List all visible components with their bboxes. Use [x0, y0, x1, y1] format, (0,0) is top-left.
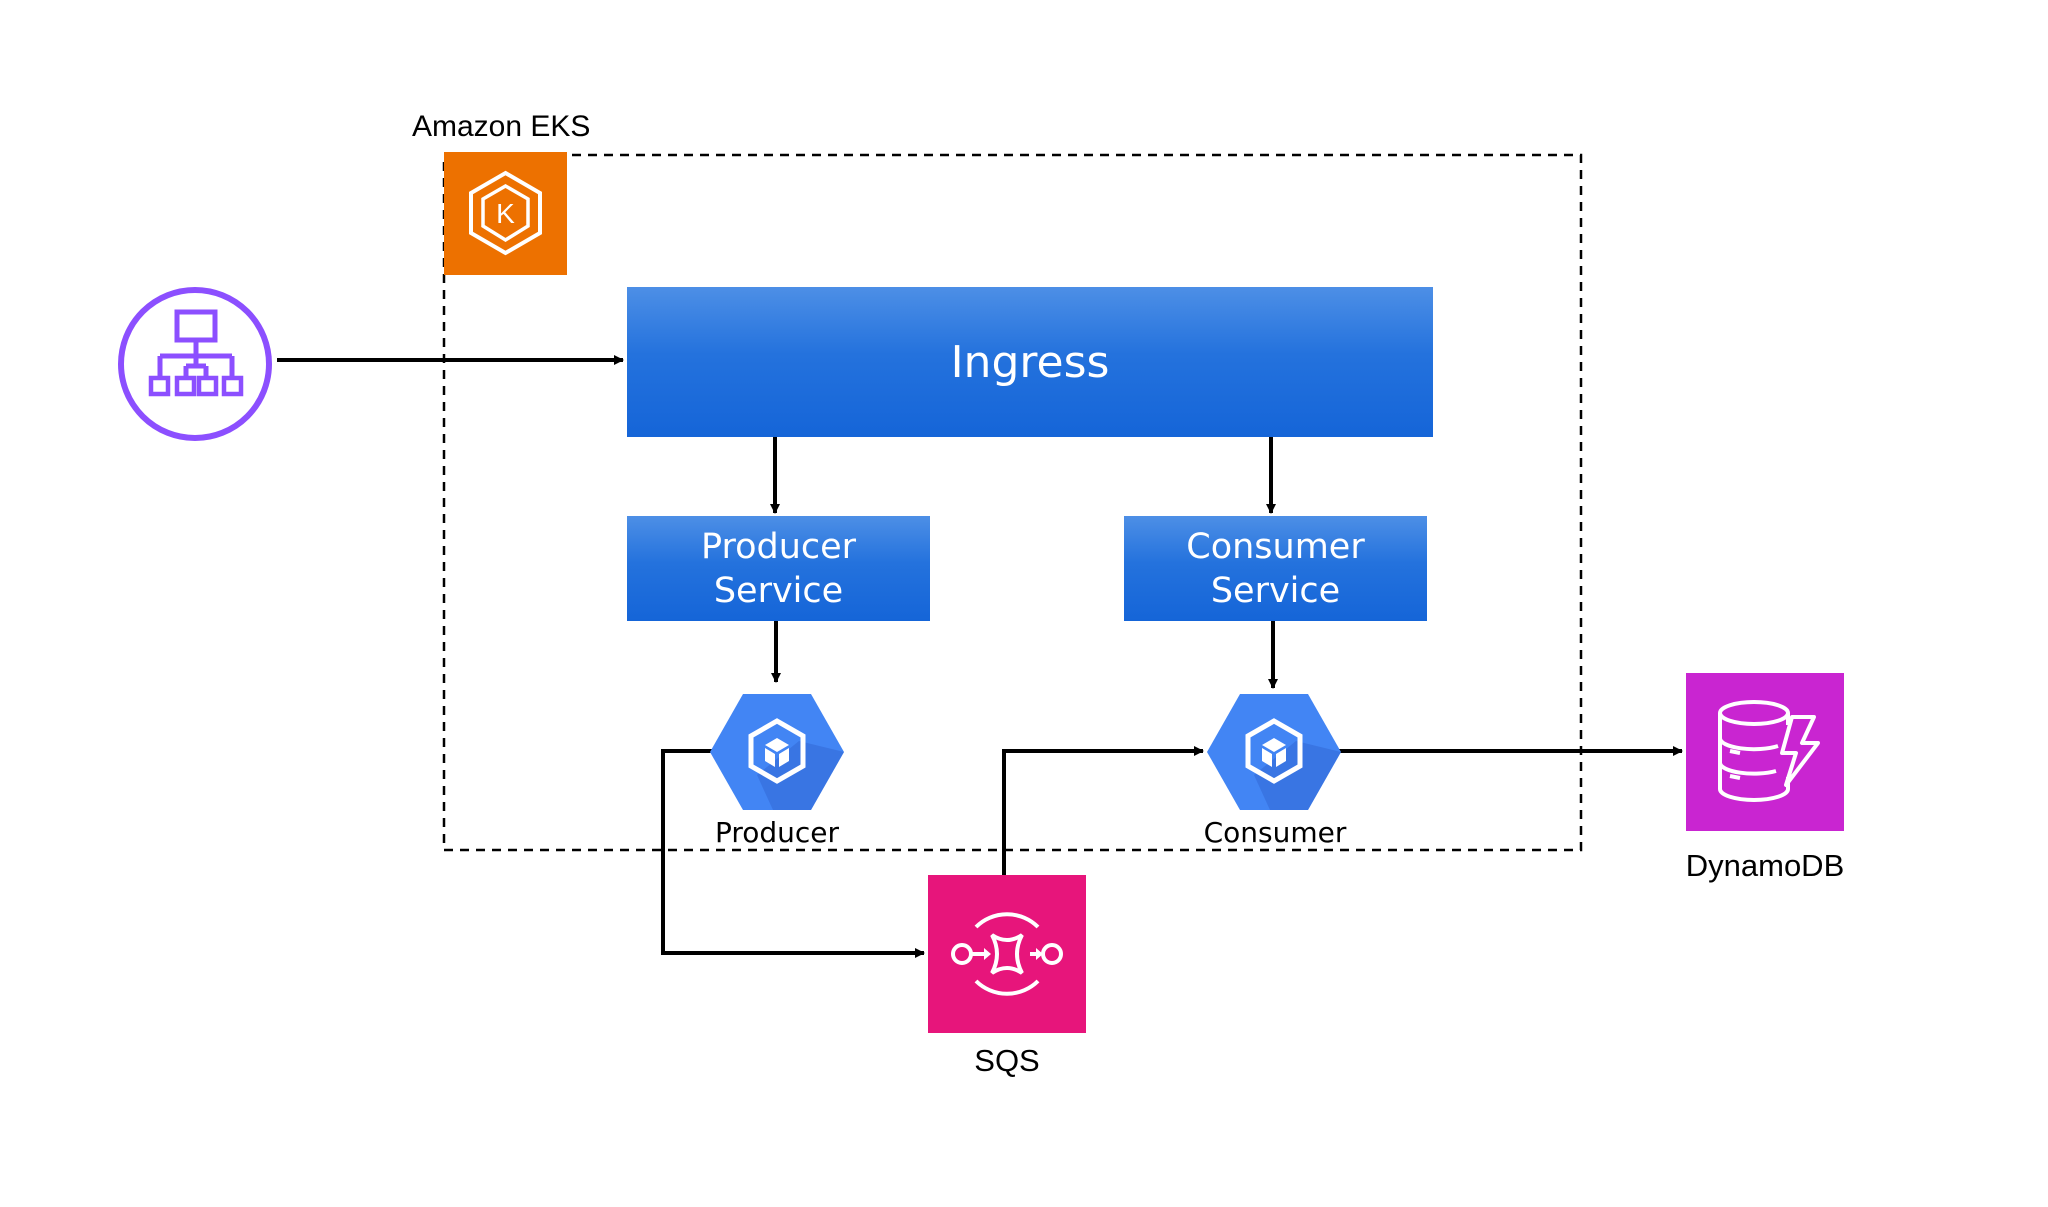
- consumer-service-box: Consumer Service: [1124, 516, 1427, 621]
- eks-title: Amazon EKS: [412, 110, 591, 143]
- producer-service-box: Producer Service: [627, 516, 930, 621]
- sqs-label: SQS: [974, 1043, 1040, 1078]
- sqs-icon: [928, 875, 1086, 1033]
- svg-text:K: K: [496, 198, 515, 229]
- producer-pod-label: Producer: [714, 816, 840, 849]
- producer-service-label-line2: Service: [713, 570, 844, 611]
- consumer-service-label-line2: Service: [1210, 570, 1341, 611]
- sqs-to-consumer-arrow: [1002, 746, 1204, 875]
- producer-to-sqs-arrow: [661, 749, 925, 958]
- consumer-service-label-line1: Consumer: [1186, 526, 1365, 567]
- dynamodb-icon: [1686, 673, 1844, 831]
- consumer-pod-icon: [1206, 693, 1342, 811]
- producer-service-label-line1: Producer: [700, 526, 857, 567]
- eks-icon: K: [444, 152, 567, 275]
- load-balancer-icon: [115, 284, 275, 444]
- dynamodb-label: DynamoDB: [1685, 848, 1845, 883]
- consumer-pod-label: Consumer: [1203, 816, 1347, 849]
- producer-pod-icon: [709, 693, 845, 811]
- ingress-box: Ingress: [627, 287, 1433, 437]
- eks-cluster-boundary: [442, 153, 1583, 852]
- ingress-label: Ingress: [950, 336, 1110, 388]
